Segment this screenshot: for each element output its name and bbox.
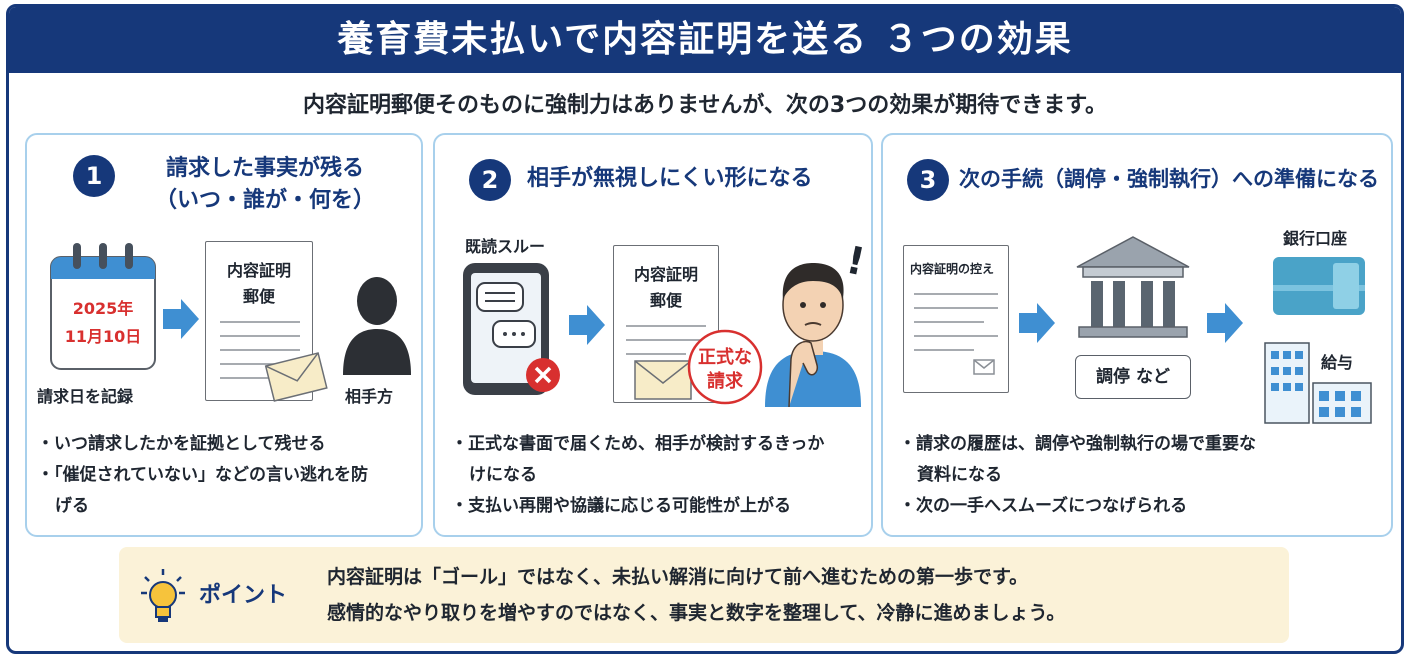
document-lines	[914, 293, 998, 375]
panel-1-bullets: ・いつ請求したかを証拠として残せる ・「催促されていない」などの言い逃れを防げる	[37, 429, 397, 522]
lightbulb-icon	[141, 569, 185, 622]
header-title: 養育費未払いで内容証明を送る ３つの効果	[9, 7, 1401, 73]
doc-line2: 郵便	[242, 287, 275, 306]
office-building-icon	[1264, 342, 1372, 424]
panel-2-bullets: ・正式な書面で届くため、相手が検討するきっかけになる ・支払い再開や協議に応じる…	[451, 429, 861, 522]
badge-3: 3	[907, 159, 949, 201]
point-line2: 感情的なやり取りを増やすのではなく、事実と数字を整理して、冷静に進めましょう。	[327, 602, 1066, 624]
envelope-icon	[264, 352, 328, 402]
formal-stamp	[687, 329, 763, 405]
panel-1-bullet-1: ・いつ請求したかを証拠として残せる	[37, 434, 326, 454]
stamp-line1: 正式な	[698, 347, 752, 368]
envelope-icon	[634, 360, 692, 400]
panel-3-bullet-1: ・請求の履歴は、調停や強制執行の場で重要な資料になる	[899, 434, 1256, 485]
bank-caption: 銀行口座	[1283, 229, 1348, 248]
point-label: ポイント	[199, 583, 288, 608]
phone-caption: 既読スルー	[465, 237, 546, 256]
panel-2: 2 相手が無視しにくい形になる 既読スルー	[433, 133, 873, 537]
panel-1-title-line2: （いつ・誰が・何を）	[154, 188, 375, 213]
courthouse-icon	[1076, 236, 1190, 338]
panel-3: 3 次の手続（調停・強制執行）への準備になる 内容証明の控え	[881, 133, 1393, 537]
person-caption: 相手方	[345, 387, 394, 406]
doc-caption: 内容証明の控え	[910, 262, 995, 276]
arrow-right-icon	[1019, 303, 1055, 343]
stamp-line2: 請求	[707, 371, 743, 392]
doc-line1: 内容証明	[226, 261, 291, 280]
smartphone-icon	[463, 263, 560, 395]
panel-1: 1 請求した事実が残る （いつ・誰が・何を） 2025年 11月10日 請求日を…	[25, 133, 423, 537]
calendar-date: 11月10日	[64, 327, 142, 346]
panel-2-bullet-2: ・支払い再開や協議に応じる可能性が上がる	[451, 496, 791, 516]
panel-1-title-line1: 請求した事実が残る	[165, 156, 364, 181]
court-caption: 調停 など	[1075, 355, 1191, 399]
subtitle: 内容証明郵便そのものに強制力はありませんが、次の3つの効果が期待できます。	[302, 93, 1107, 118]
doc-line1: 内容証明	[633, 265, 698, 284]
point-box: ポイント 内容証明は「ゴール」ではなく、未払い解消に向けて前へ進むための第一歩で…	[119, 547, 1289, 643]
badge-2: 2	[469, 159, 511, 201]
panel-2-title: 相手が無視しにくい形になる	[527, 166, 813, 191]
arrow-right-icon	[163, 299, 199, 339]
bank-card-icon	[1273, 257, 1365, 315]
point-line1: 内容証明は「ゴール」ではなく、未払い解消に向けて前へ進むための第一歩です。	[327, 566, 1029, 588]
x-mark-icon	[526, 358, 560, 392]
person-silhouette-icon	[343, 277, 411, 375]
chat-bubble-icon	[476, 282, 536, 348]
panel-1-bullet-2: ・「催促されていない」などの言い逃れを防げる	[37, 465, 368, 516]
point-text: 内容証明は「ゴール」ではなく、未払い解消に向けて前へ進むための第一歩です。 感情…	[327, 559, 1065, 631]
document-lines	[626, 325, 706, 355]
arrow-right-icon	[569, 305, 605, 345]
panel-2-bullet-1: ・正式な書面で届くため、相手が検討するきっかけになる	[451, 434, 825, 485]
panel-3-bullets: ・請求の履歴は、調停や強制執行の場で重要な資料になる ・次の一手へスムーズにつな…	[899, 429, 1299, 522]
calendar-year: 2025年	[72, 299, 134, 318]
panel-1-title: 請求した事実が残る （いつ・誰が・何を）	[135, 153, 395, 217]
document-icon: 内容証明の控え	[903, 245, 1009, 393]
infographic-frame: 養育費未払いで内容証明を送る ３つの効果 内容証明郵便そのものに強制力はありませ…	[6, 4, 1404, 654]
thinking-man-icon	[765, 263, 861, 407]
panel-3-bullet-2: ・次の一手へスムーズにつなげられる	[899, 496, 1188, 516]
calendar-icon	[50, 243, 156, 370]
badge-1: 1	[73, 155, 115, 197]
panel-3-title: 次の手続（調停・強制執行）への準備になる	[959, 167, 1379, 191]
salary-caption: 給与	[1321, 353, 1354, 372]
arrow-right-icon	[1207, 303, 1243, 343]
doc-line2: 郵便	[649, 291, 682, 310]
calendar-caption: 請求日を記録	[37, 387, 134, 406]
